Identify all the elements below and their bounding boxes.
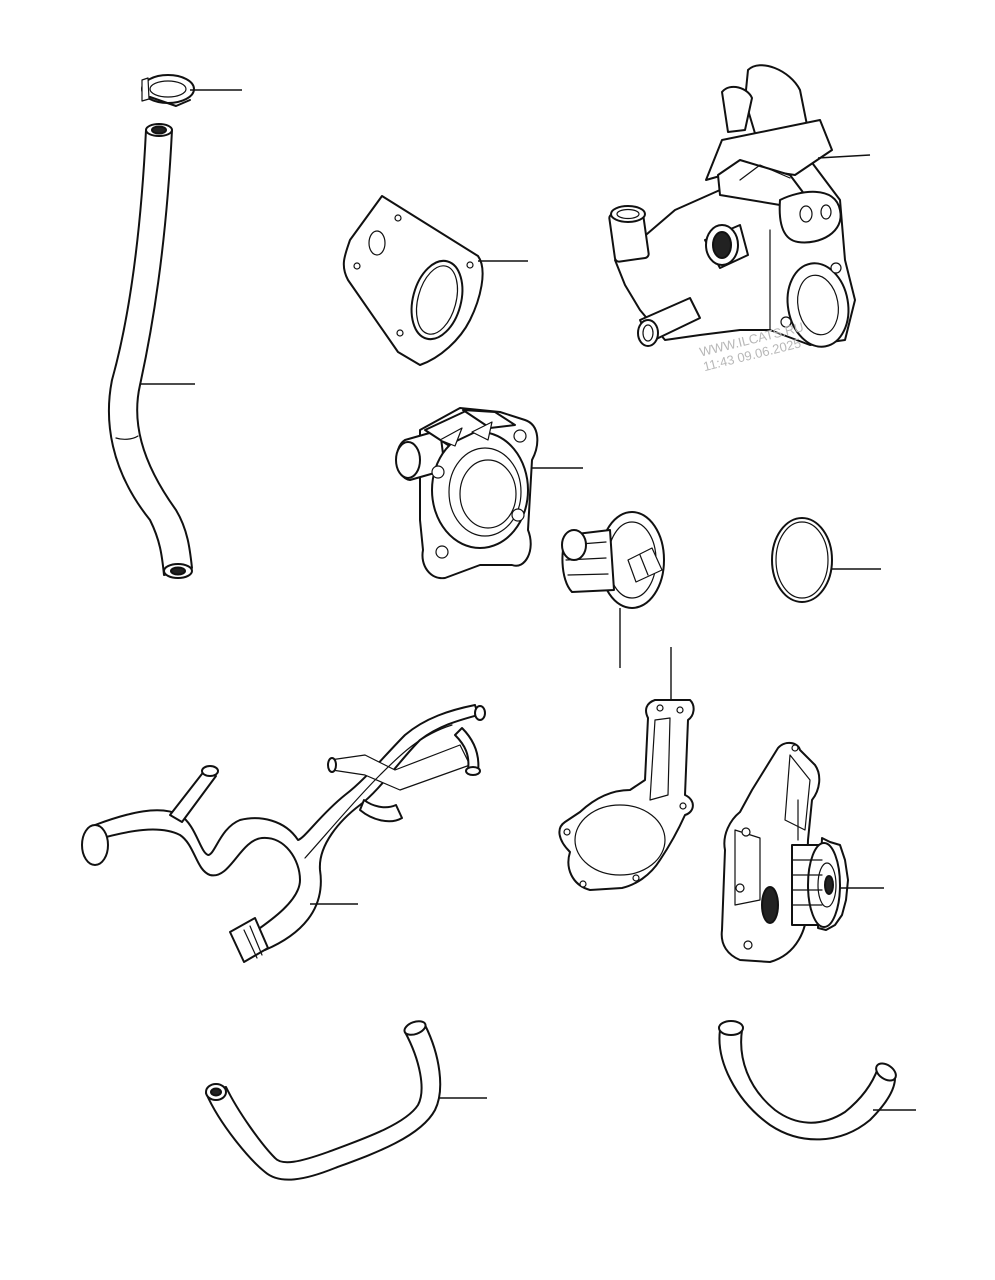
lower-hose[interactable] bbox=[205, 1019, 442, 1181]
short-hose[interactable] bbox=[718, 1020, 899, 1141]
thermostat-housing-outlet[interactable] bbox=[608, 64, 856, 351]
water-pump-assembly[interactable] bbox=[720, 742, 849, 963]
hose-clamp[interactable] bbox=[141, 74, 195, 107]
o-ring[interactable] bbox=[771, 517, 833, 603]
long-bypass-hose[interactable] bbox=[107, 123, 193, 579]
housing-leader bbox=[817, 154, 871, 159]
water-pump-gasket[interactable] bbox=[558, 699, 695, 891]
water-inlet-pipe[interactable] bbox=[81, 704, 486, 963]
housing-gasket[interactable] bbox=[342, 195, 484, 366]
thermostat-cover[interactable] bbox=[395, 407, 539, 580]
thermostat[interactable] bbox=[561, 511, 665, 609]
